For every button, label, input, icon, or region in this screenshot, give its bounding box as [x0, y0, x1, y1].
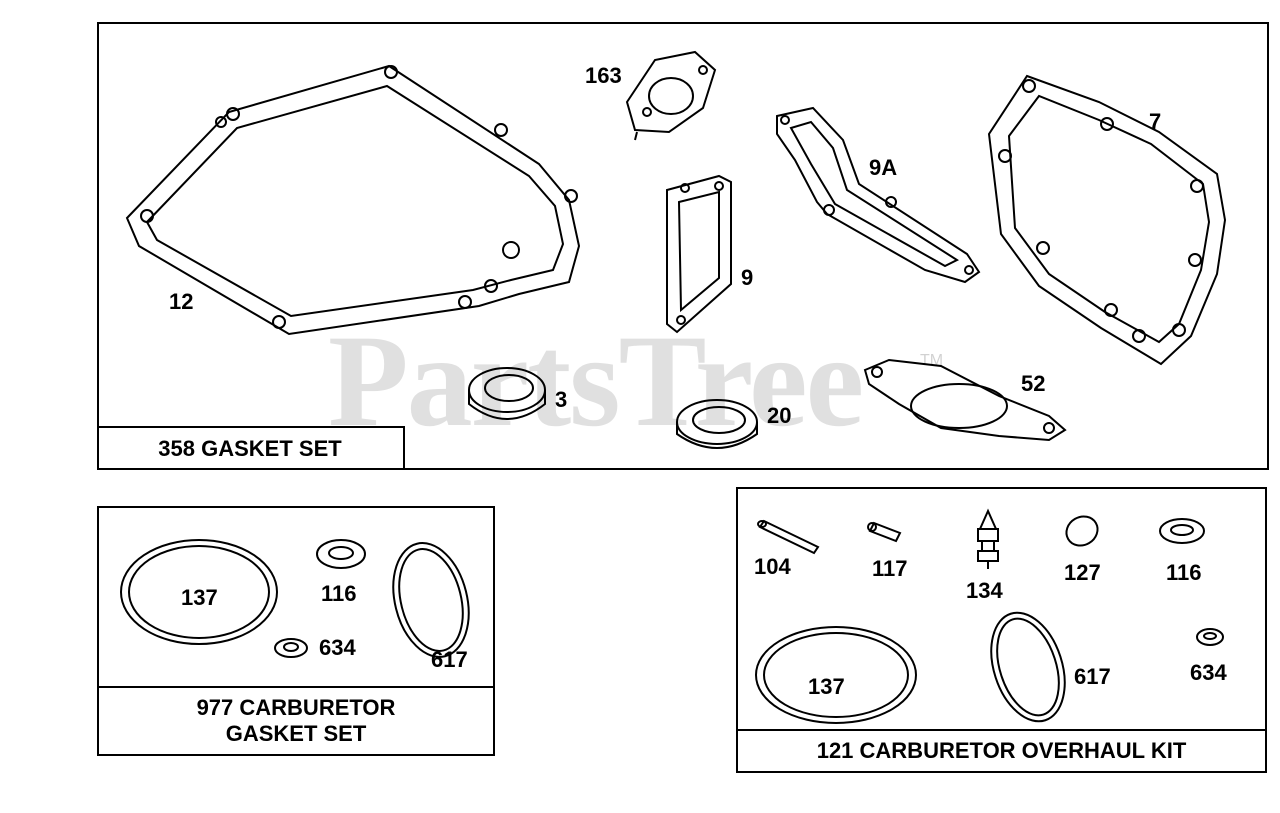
callout-52: 52: [1021, 371, 1046, 396]
callout-617-kit: 617: [1074, 664, 1111, 689]
callout-9: 9: [741, 265, 754, 290]
carburetor-overhaul-kit-title: 121 CARBURETOR OVERHAUL KIT: [738, 729, 1265, 771]
callout-116-kit: 116: [1166, 560, 1202, 585]
callout-9a: 9A: [869, 155, 898, 180]
callout-137-kit: 137: [808, 674, 845, 699]
callout-634: 634: [319, 635, 356, 660]
head-gasket-7: [987, 74, 1227, 366]
callout-137: 137: [181, 585, 218, 610]
callout-127: 127: [1064, 560, 1101, 585]
callout-163: 163: [585, 63, 622, 88]
callout-12: 12: [169, 289, 194, 314]
callout-117: 117: [872, 556, 908, 581]
carburetor-gasket-set-title-line2: GASKET SET: [225, 721, 367, 746]
pin-104: [757, 519, 820, 555]
callout-116: 116: [321, 581, 357, 606]
plug-127: [1065, 515, 1099, 547]
gasket-set-drawing: [125, 50, 1227, 449]
carburetor-gasket-set-drawing: [120, 539, 470, 658]
gasket-52: [863, 358, 1067, 442]
o-ring-617-kit: [990, 611, 1066, 723]
gasket-163: [625, 50, 717, 141]
callout-3: 3: [555, 387, 568, 412]
gasket-set-title: 358 GASKET SET: [97, 426, 405, 470]
carburetor-overhaul-kit-drawing: [755, 508, 1224, 724]
washer-634-kit: [1196, 628, 1224, 646]
carburetor-gasket-set-title-line1: 977 CARBURETOR: [196, 695, 396, 720]
o-ring-137: [120, 539, 278, 645]
o-ring-137-kit: [755, 626, 917, 724]
washer-116-kit: [1159, 518, 1205, 544]
callout-7: 7: [1149, 109, 1162, 134]
washer-634: [274, 638, 308, 658]
callout-20: 20: [767, 403, 792, 428]
gasket-set-panel: 163 7 9A 9 12 3 20 52 358 GASKET SET: [97, 22, 1269, 470]
carburetor-gasket-set-panel: 137 116 634 617 977 CARBURETOR GASKET SE…: [97, 506, 495, 756]
o-ring-617: [392, 542, 470, 658]
washer-116: [316, 539, 366, 569]
callout-104: 104: [754, 554, 791, 579]
pin-117: [867, 521, 902, 543]
oil-seal-20: [676, 399, 758, 449]
oil-seal-3: [468, 367, 546, 420]
needle-valve-134: [977, 508, 999, 569]
callout-617: 617: [431, 647, 468, 672]
carburetor-overhaul-kit-panel: 104 117 134 127 116 137 617 634 121 CARB…: [736, 487, 1267, 773]
carburetor-gasket-set-title: 977 CARBURETOR GASKET SET: [99, 686, 493, 754]
gasket-9a: [776, 106, 981, 284]
gasket-9: [666, 174, 732, 334]
callout-134: 134: [966, 578, 1003, 603]
crankcase-gasket-12: [125, 64, 581, 336]
callout-634-kit: 634: [1190, 660, 1227, 685]
